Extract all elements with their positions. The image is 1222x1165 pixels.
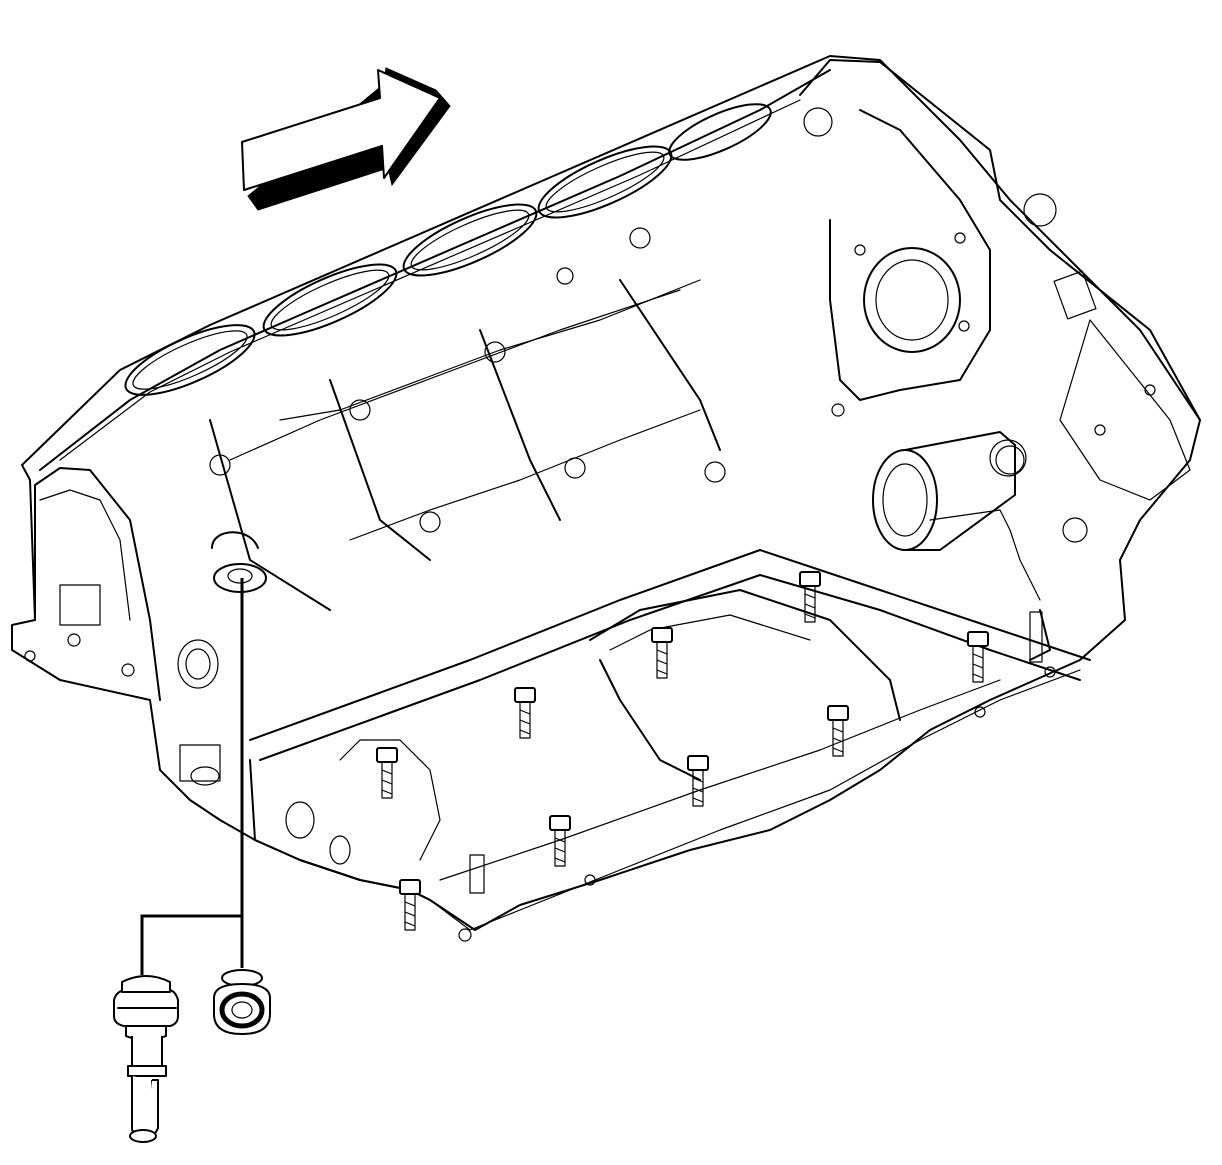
plug-cap — [213, 969, 271, 1035]
plug-with-stem — [113, 975, 179, 1143]
plug-location — [177, 531, 267, 786]
engine-block — [11, 55, 1201, 931]
oil-pan-rail — [249, 549, 1091, 942]
leader-line — [140, 578, 244, 975]
direction-arrow — [241, 67, 451, 211]
crankshaft-stub — [872, 431, 1041, 601]
main-cap-bolts — [376, 571, 989, 931]
cylinder-bank — [124, 103, 772, 611]
rear-flange — [799, 59, 1201, 663]
